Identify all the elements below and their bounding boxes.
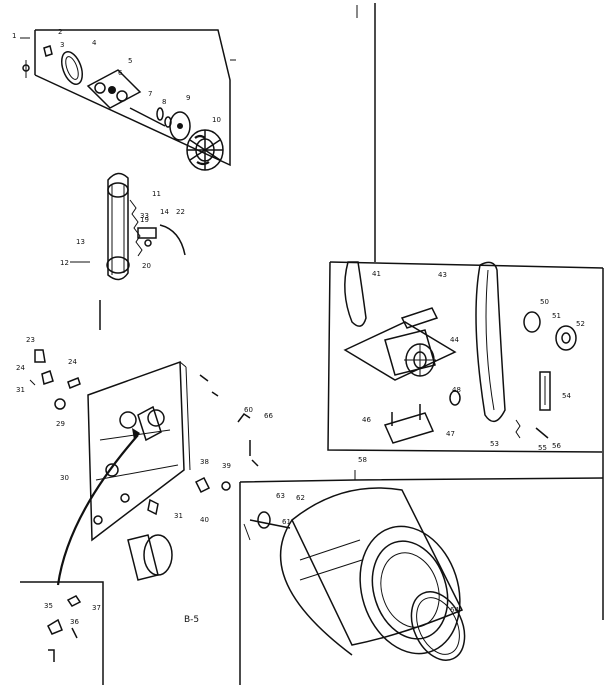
label-30: 30	[60, 474, 69, 482]
idler-belt-assembly	[70, 172, 186, 281]
label-46: 46	[362, 416, 371, 424]
blower-assembly-box	[20, 29, 236, 171]
diagram-caption: B-5	[184, 615, 199, 625]
label-24: 24	[16, 364, 25, 372]
label-61: 61	[282, 518, 291, 526]
label-66: 66	[264, 412, 273, 420]
label-8: 8	[162, 98, 166, 106]
label-64: 64	[450, 606, 459, 614]
label-10: 10	[212, 116, 221, 124]
label-37: 37	[92, 604, 101, 612]
label-12: 12	[60, 259, 69, 267]
part-labels: 1 2 3 4 5 6 7 8 9 10 11 12 13 14 19 20 2…	[12, 28, 585, 626]
label-50: 50	[540, 298, 549, 306]
label-6: 6	[118, 69, 123, 77]
label-11: 11	[152, 190, 161, 198]
label-3: 3	[60, 41, 64, 49]
label-2: 2	[58, 28, 62, 36]
label-55: 55	[538, 444, 547, 452]
label-13: 13	[76, 238, 85, 246]
label-51: 51	[552, 312, 561, 320]
label-4: 4	[92, 39, 97, 47]
label-58: 58	[358, 456, 367, 464]
label-43: 43	[438, 271, 447, 279]
label-20: 20	[142, 262, 151, 270]
label-1: 1	[12, 32, 16, 40]
label-22: 22	[176, 208, 185, 216]
label-7: 7	[148, 90, 152, 98]
label-52: 52	[576, 320, 585, 328]
label-23: 23	[26, 336, 35, 344]
label-53: 53	[490, 440, 499, 448]
label-24b: 24	[68, 358, 77, 366]
lower-left-parts-box	[20, 581, 104, 685]
drum-box	[239, 470, 604, 685]
label-38: 38	[200, 458, 209, 466]
label-44: 44	[450, 336, 459, 344]
label-36: 36	[70, 618, 79, 626]
label-62: 62	[296, 494, 305, 502]
label-35: 35	[44, 602, 53, 610]
label-54: 54	[562, 392, 571, 400]
label-5: 5	[128, 57, 132, 65]
panel-borders	[99, 3, 604, 620]
label-47: 47	[446, 430, 455, 438]
label-19: 19	[140, 216, 149, 224]
label-14: 14	[160, 208, 169, 216]
label-31: 31	[16, 386, 25, 394]
label-60: 60	[244, 406, 253, 414]
label-39: 39	[222, 462, 231, 470]
label-41: 41	[372, 270, 381, 278]
label-56: 56	[552, 442, 561, 450]
label-31b: 31	[174, 512, 183, 520]
label-48: 48	[452, 386, 461, 394]
rear-bulkhead-panel	[29, 349, 259, 586]
label-33: 33	[140, 212, 149, 220]
drive-motor-box	[327, 261, 604, 453]
label-9: 9	[186, 94, 190, 102]
label-40: 40	[200, 516, 209, 524]
label-63: 63	[276, 492, 285, 500]
label-29: 29	[56, 420, 65, 428]
